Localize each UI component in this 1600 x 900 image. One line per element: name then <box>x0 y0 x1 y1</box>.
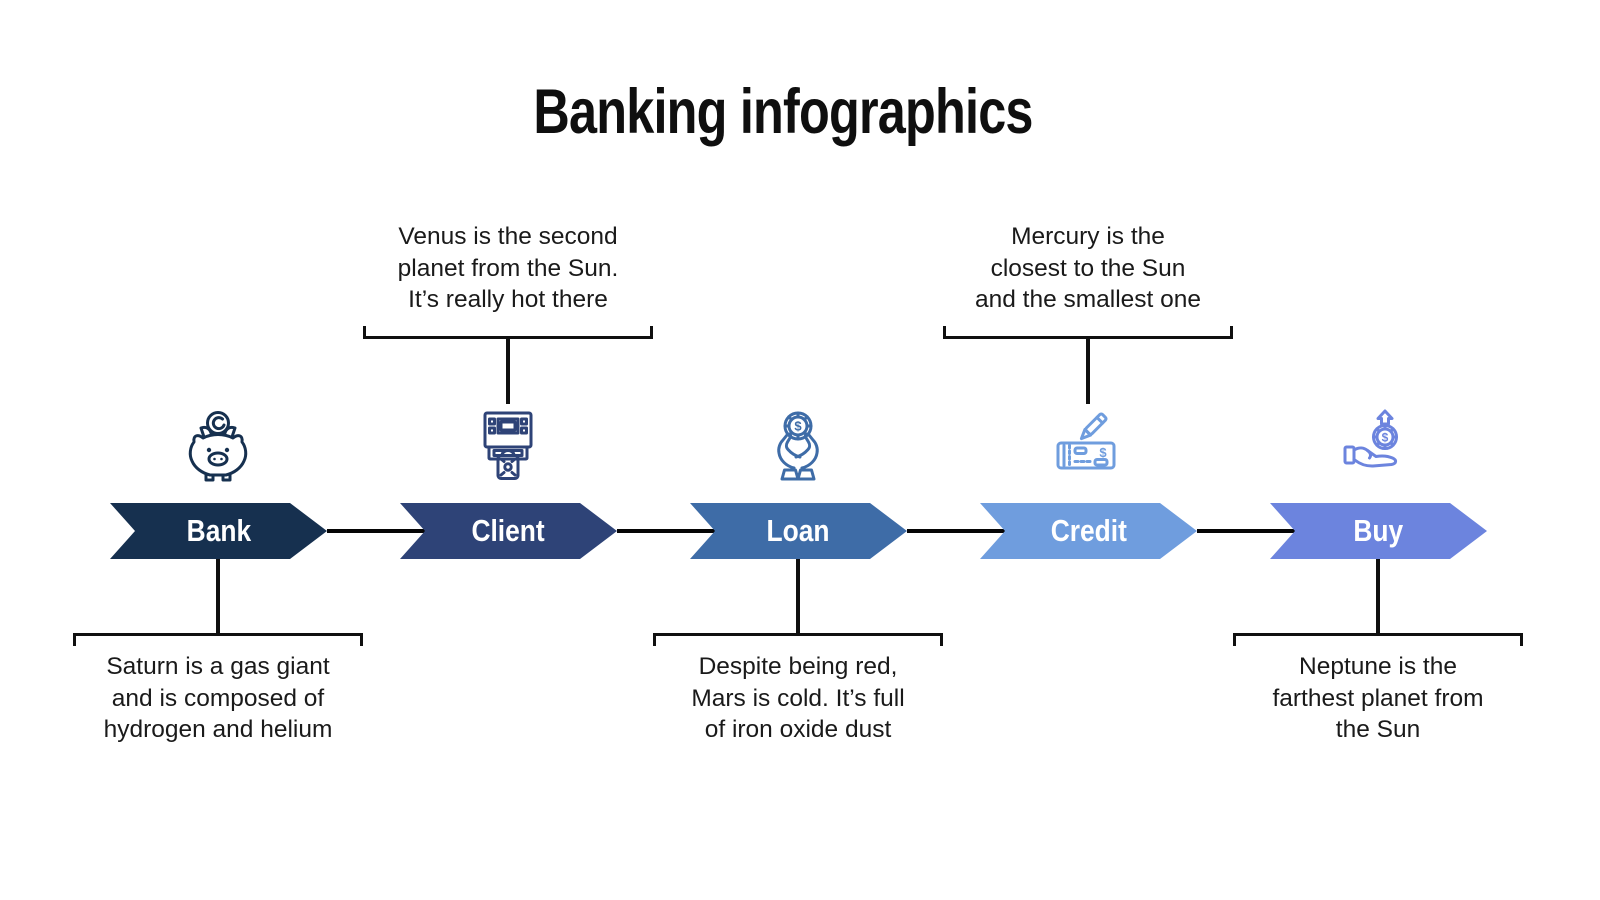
callout-text-loan: Despite being red, Mars is cold. It’s fu… <box>618 651 978 746</box>
callout-line: Saturn is a gas giant <box>106 653 330 680</box>
step-label-loan: Loan <box>767 513 830 548</box>
page-title: Banking infographics <box>0 76 1566 148</box>
piggy-bank-icon <box>178 406 258 486</box>
callout-line: of iron oxide dust <box>704 716 892 743</box>
callout-line: hydrogen and helium <box>103 716 333 743</box>
page-title-text: Banking infographics <box>533 77 1033 147</box>
callout-bracket-bank <box>73 633 363 646</box>
step-label-bank: Bank <box>186 513 251 548</box>
callout-bracket-loan <box>653 633 943 646</box>
callout-line: Neptune is the <box>1299 653 1457 680</box>
svg-text:$: $ <box>794 419 802 434</box>
callout-line: closest to the Sun <box>990 254 1186 282</box>
callout-text-client: Venus is the second planet from the Sun.… <box>328 221 688 316</box>
connector-line <box>327 529 425 533</box>
connector-line <box>907 529 1005 533</box>
callout-bracket-buy <box>1233 633 1523 646</box>
callout-line: Venus is the second <box>398 223 618 250</box>
callout-line: planet from the Sun. <box>397 254 619 282</box>
svg-text:$: $ <box>1382 431 1389 445</box>
callout-stem-buy <box>1376 559 1380 634</box>
connector-line <box>1197 529 1295 533</box>
hand-coin-arrow-icon: $ <box>1338 406 1418 486</box>
step-arrow-client: Client <box>400 503 617 559</box>
callout-line: farthest planet from <box>1272 684 1484 712</box>
connector-line <box>617 529 715 533</box>
step-label-buy: Buy <box>1353 513 1404 548</box>
cheque-pen-icon: $ <box>1048 406 1128 486</box>
callout-stem-loan <box>796 559 800 634</box>
atm-icon <box>468 406 548 486</box>
step-arrow-buy: Buy <box>1270 503 1487 559</box>
callout-line: and is composed of <box>111 684 325 712</box>
hands-holding-coin-icon: $ <box>758 406 838 486</box>
callout-line: Mercury is the <box>1011 223 1165 250</box>
step-arrow-credit: Credit <box>980 503 1197 559</box>
step-label-credit: Credit <box>1050 513 1127 548</box>
callout-stem-credit <box>1086 337 1090 404</box>
svg-text:$: $ <box>1099 445 1107 460</box>
callout-line: and the smallest one <box>974 286 1202 313</box>
callout-stem-client <box>506 337 510 404</box>
callout-line: the Sun <box>1335 716 1421 743</box>
callout-text-credit: Mercury is the closest to the Sun and th… <box>908 221 1268 316</box>
callout-line: Mars is cold. It’s full <box>691 684 905 712</box>
callout-text-buy: Neptune is the farthest planet from the … <box>1198 651 1558 746</box>
step-arrow-bank: Bank <box>110 503 327 559</box>
callout-stem-bank <box>216 559 220 634</box>
callout-line: It’s really hot there <box>408 286 608 313</box>
step-label-client: Client <box>471 513 546 548</box>
callout-line: Despite being red, <box>698 653 898 680</box>
step-arrow-loan: Loan <box>690 503 907 559</box>
callout-text-bank: Saturn is a gas giant and is composed of… <box>38 651 398 746</box>
